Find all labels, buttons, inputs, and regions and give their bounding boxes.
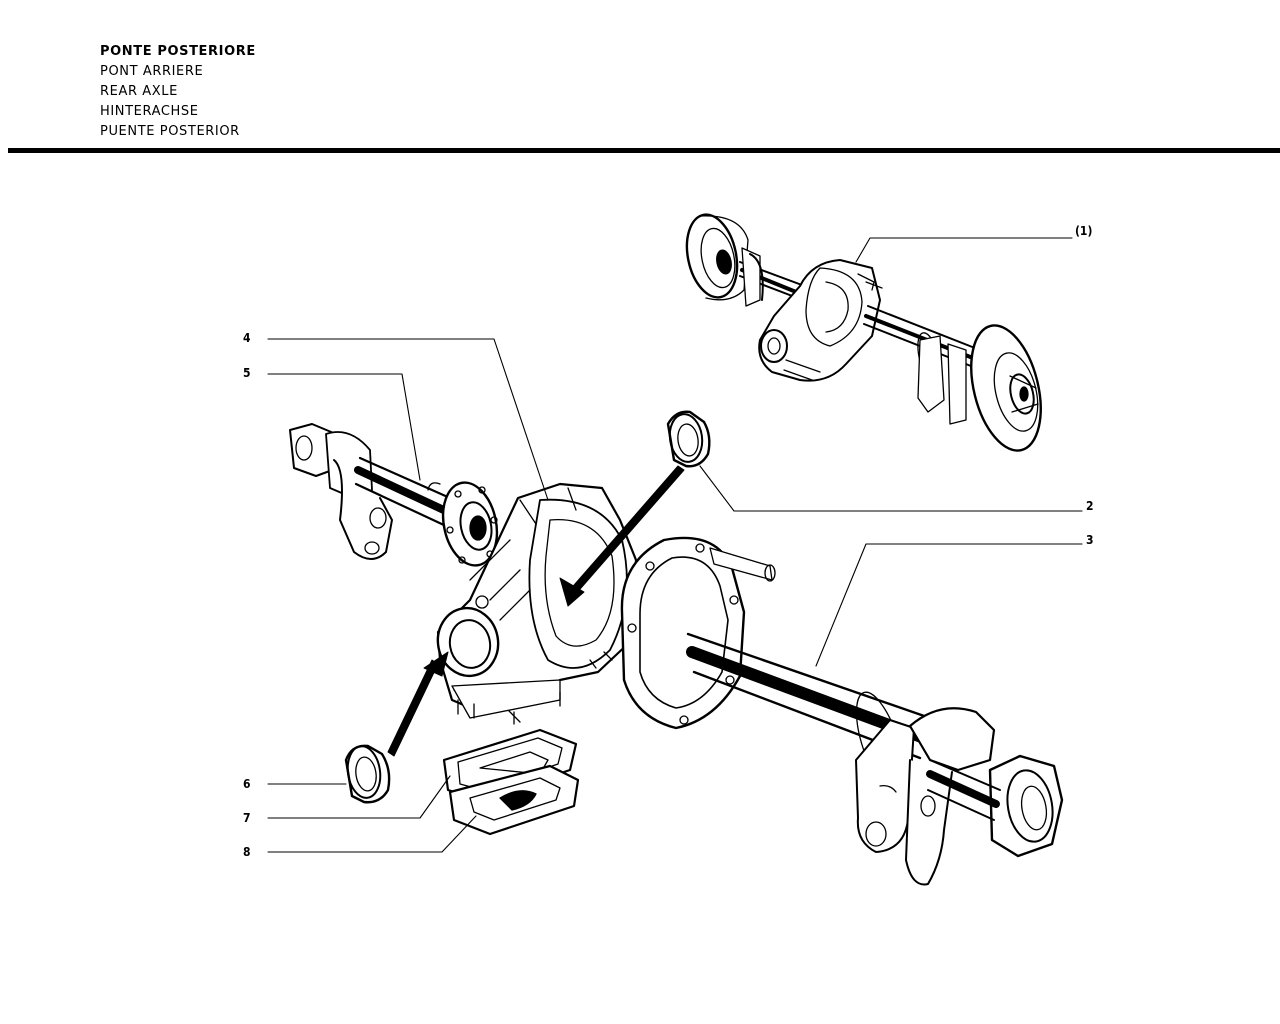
title-english: REAR AXLE — [100, 84, 178, 99]
title-german: HINTERACHSE — [100, 104, 199, 119]
cover-gasket — [442, 728, 578, 802]
differential-carrier — [436, 482, 638, 725]
bearing-seal-lower — [344, 744, 391, 804]
title-block: PONTE POSTERIORE PONT ARRIERE REAR AXLE … — [100, 42, 256, 142]
callout-4: 4 — [243, 331, 251, 345]
callout-7: 7 — [243, 811, 251, 825]
header-divider — [8, 148, 1280, 153]
left-axle-tube — [289, 423, 499, 567]
callout-3: 3 — [1086, 533, 1094, 547]
callout-5: 5 — [243, 366, 251, 380]
title-french: PONT ARRIERE — [100, 64, 204, 79]
callout-1: (1) — [1075, 224, 1093, 238]
assembly-arrows — [387, 465, 685, 757]
title-italian: PONTE POSTERIORE — [100, 44, 256, 59]
callout-6: 6 — [243, 777, 251, 791]
assembled-rear-axle — [685, 213, 1042, 452]
leader-lines — [267, 237, 1083, 853]
callout-8: 8 — [243, 845, 251, 859]
callout-2: 2 — [1086, 499, 1094, 513]
bearing-seal-upper — [666, 410, 711, 468]
bottom-cover-plate — [448, 764, 580, 836]
title-spanish: PUENTE POSTERIOR — [100, 124, 240, 139]
right-axle-tube — [620, 536, 1064, 886]
